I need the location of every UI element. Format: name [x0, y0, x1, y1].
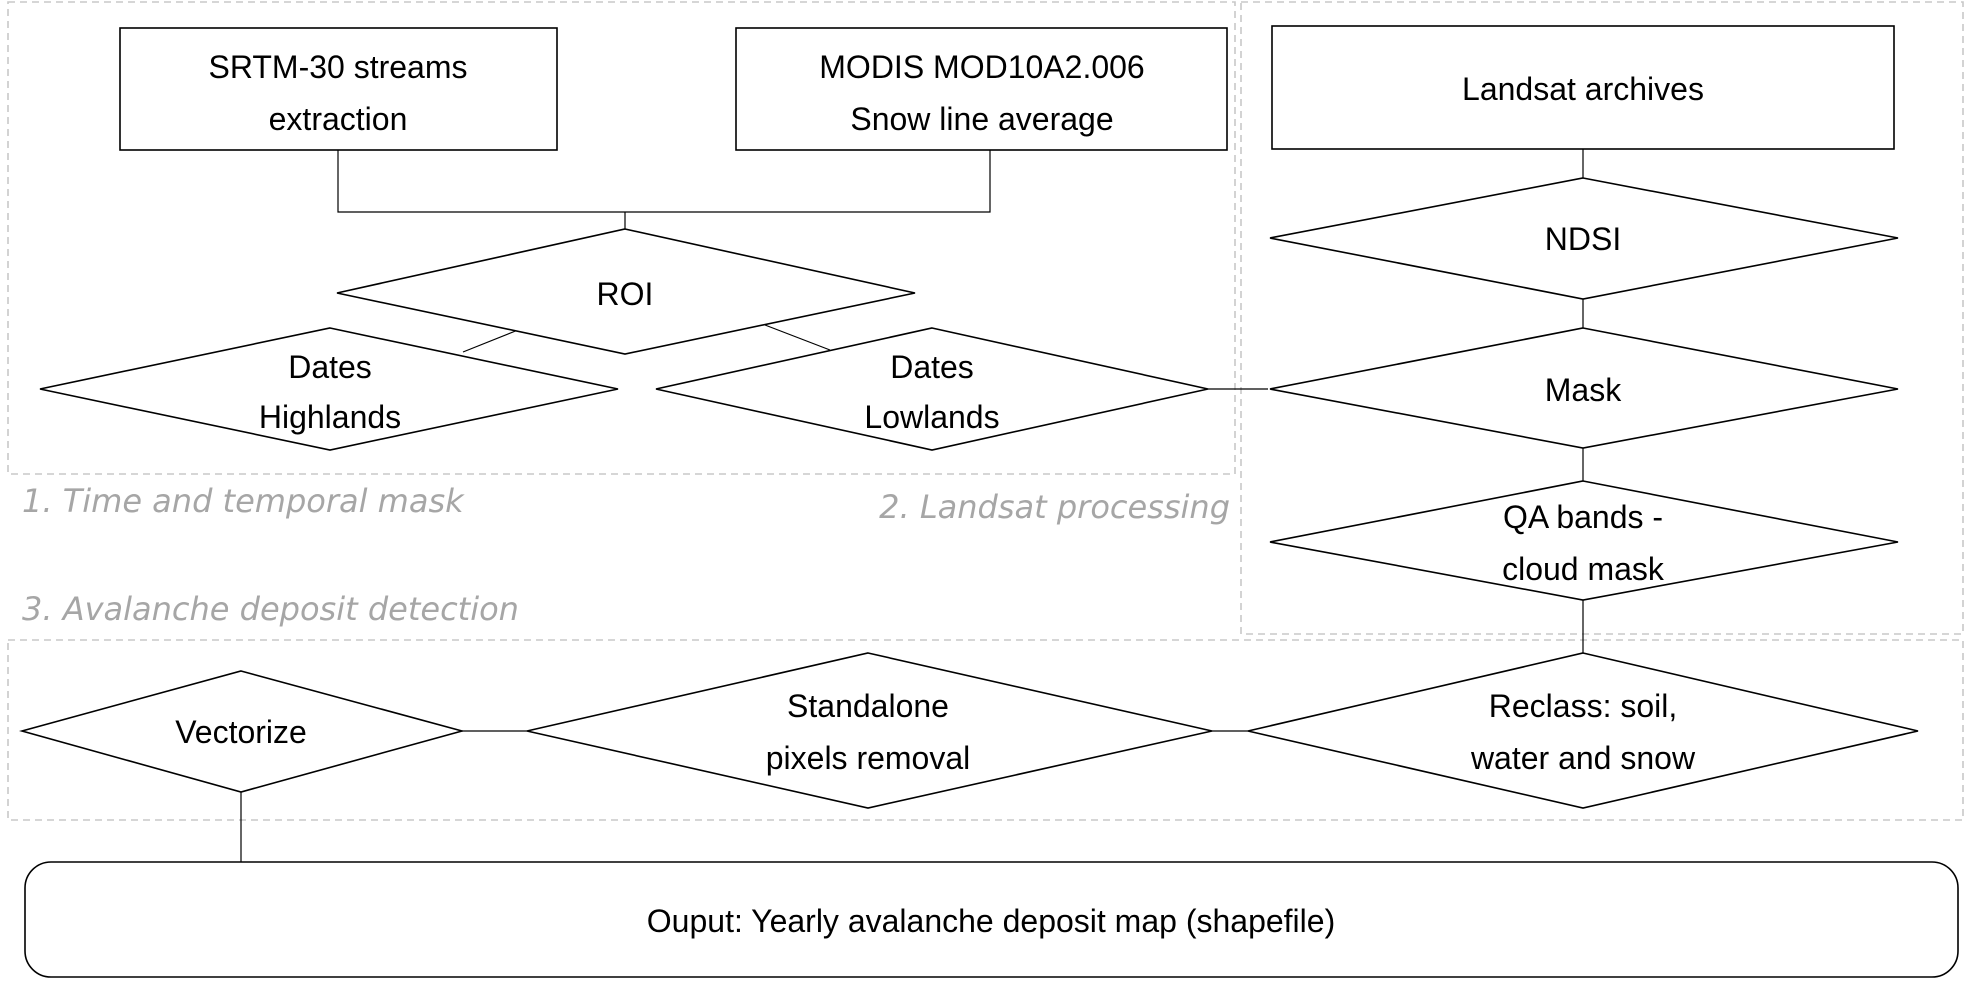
dates-highlands-diamond — [39, 327, 619, 451]
reclass-diamond — [1247, 652, 1919, 809]
connector-roi-to-highlands — [462, 329, 519, 353]
mask-diamond — [1269, 327, 1899, 449]
dates-lowlands-line2: Lowlands — [864, 399, 999, 435]
qa-label-line1: QA bands - — [1503, 499, 1663, 535]
landsat-label: Landsat archives — [1462, 71, 1704, 107]
dates-lowlands-line1: Dates — [890, 349, 974, 385]
dates-lowlands-diamond — [655, 327, 1209, 451]
modis-snowline-box — [735, 27, 1228, 151]
group-region-landsat-processing — [1240, 1, 1964, 635]
modis-label-line2: Snow line average — [850, 101, 1113, 137]
standalone-pixels-diamond — [526, 652, 1213, 809]
roi-label: ROI — [597, 276, 654, 312]
mask-label: Mask — [1545, 372, 1622, 408]
group-label-time-mask: 1. Time and temporal mask — [22, 482, 465, 520]
group-region-avalanche-detection — [7, 639, 1964, 821]
output-label: Ouput: Yearly avalanche deposit map (sha… — [647, 903, 1335, 939]
dates-highlands-line2: Highlands — [259, 399, 401, 435]
srtm-label-line2: extraction — [269, 101, 408, 137]
qa-label-line2: cloud mask — [1502, 551, 1665, 587]
roi-diamond — [336, 228, 916, 355]
vectorize-label: Vectorize — [175, 714, 307, 750]
group-region-time-mask — [7, 1, 1236, 475]
output-box — [24, 861, 1959, 978]
srtm-streams-box — [119, 27, 558, 151]
vectorize-diamond — [18, 670, 466, 793]
landsat-archives-box — [1271, 25, 1895, 150]
ndsi-label: NDSI — [1545, 221, 1621, 257]
modis-label-line1: MODIS MOD10A2.006 — [819, 49, 1144, 85]
dates-highlands-line1: Dates — [288, 349, 372, 385]
connector-sources-merge — [337, 150, 991, 213]
group-label-avalanche-detection: 3. Avalanche deposit detection — [22, 590, 519, 628]
standalone-label-line2: pixels removal — [766, 740, 971, 776]
qa-bands-diamond — [1269, 480, 1899, 601]
reclass-label-line1: Reclass: soil, — [1489, 688, 1678, 724]
srtm-label-line1: SRTM-30 streams — [208, 49, 467, 85]
reclass-label-line2: water and snow — [1470, 740, 1696, 776]
connector-roi-to-lowlands — [764, 324, 831, 351]
group-label-landsat-processing: 2. Landsat processing — [879, 488, 1230, 526]
standalone-label-line1: Standalone — [787, 688, 949, 724]
ndsi-diamond — [1269, 177, 1899, 300]
